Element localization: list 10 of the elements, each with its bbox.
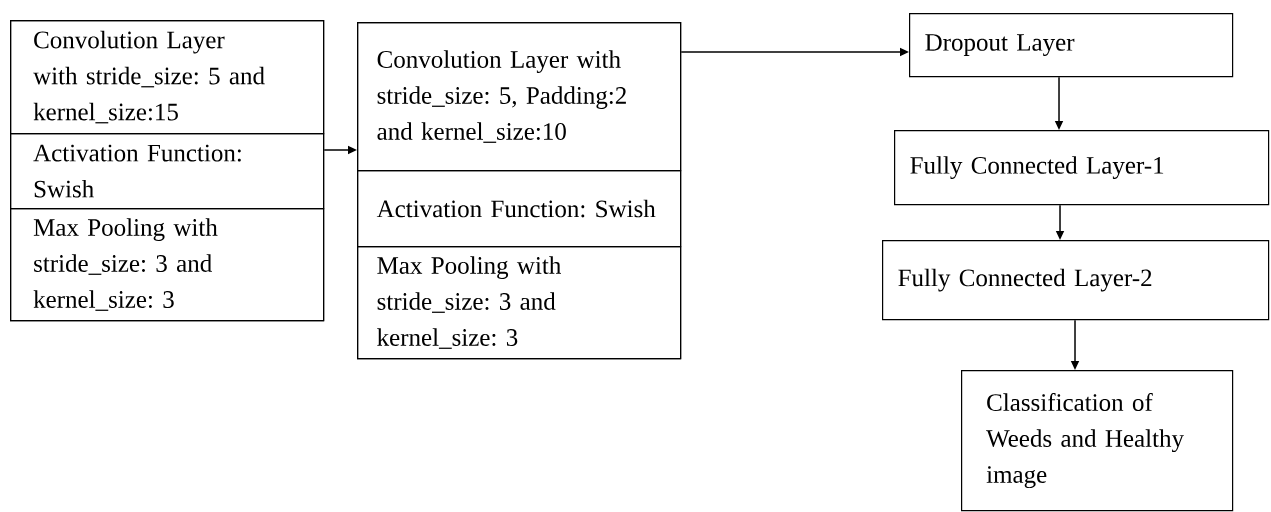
layer-box: Fully Connected Layer-2 (882, 240, 1270, 321)
layer-cell: Max Pooling with stride_size: 3 and kernel_size: 3 (357, 246, 682, 360)
layer-cell: Activation Function: Swish (357, 170, 682, 248)
layer-cell: Convolution Layer with stride_size: 5 and kernel_size:15 (10, 20, 325, 135)
layer-box: Fully Connected Layer-1 (894, 130, 1270, 206)
layer-cell: Max Pooling with stride_size: 3 and kernel_size: 3 (10, 208, 325, 322)
layer-cell: Convolution Layer with stride_size: 5, Padding:2 and kernel_size:10 (357, 22, 682, 172)
layer-cell: Activation Function: Swish (10, 133, 325, 210)
layer-box: Classification of Weeds and Healthy image (961, 370, 1234, 512)
layer-box: Dropout Layer (909, 13, 1234, 78)
